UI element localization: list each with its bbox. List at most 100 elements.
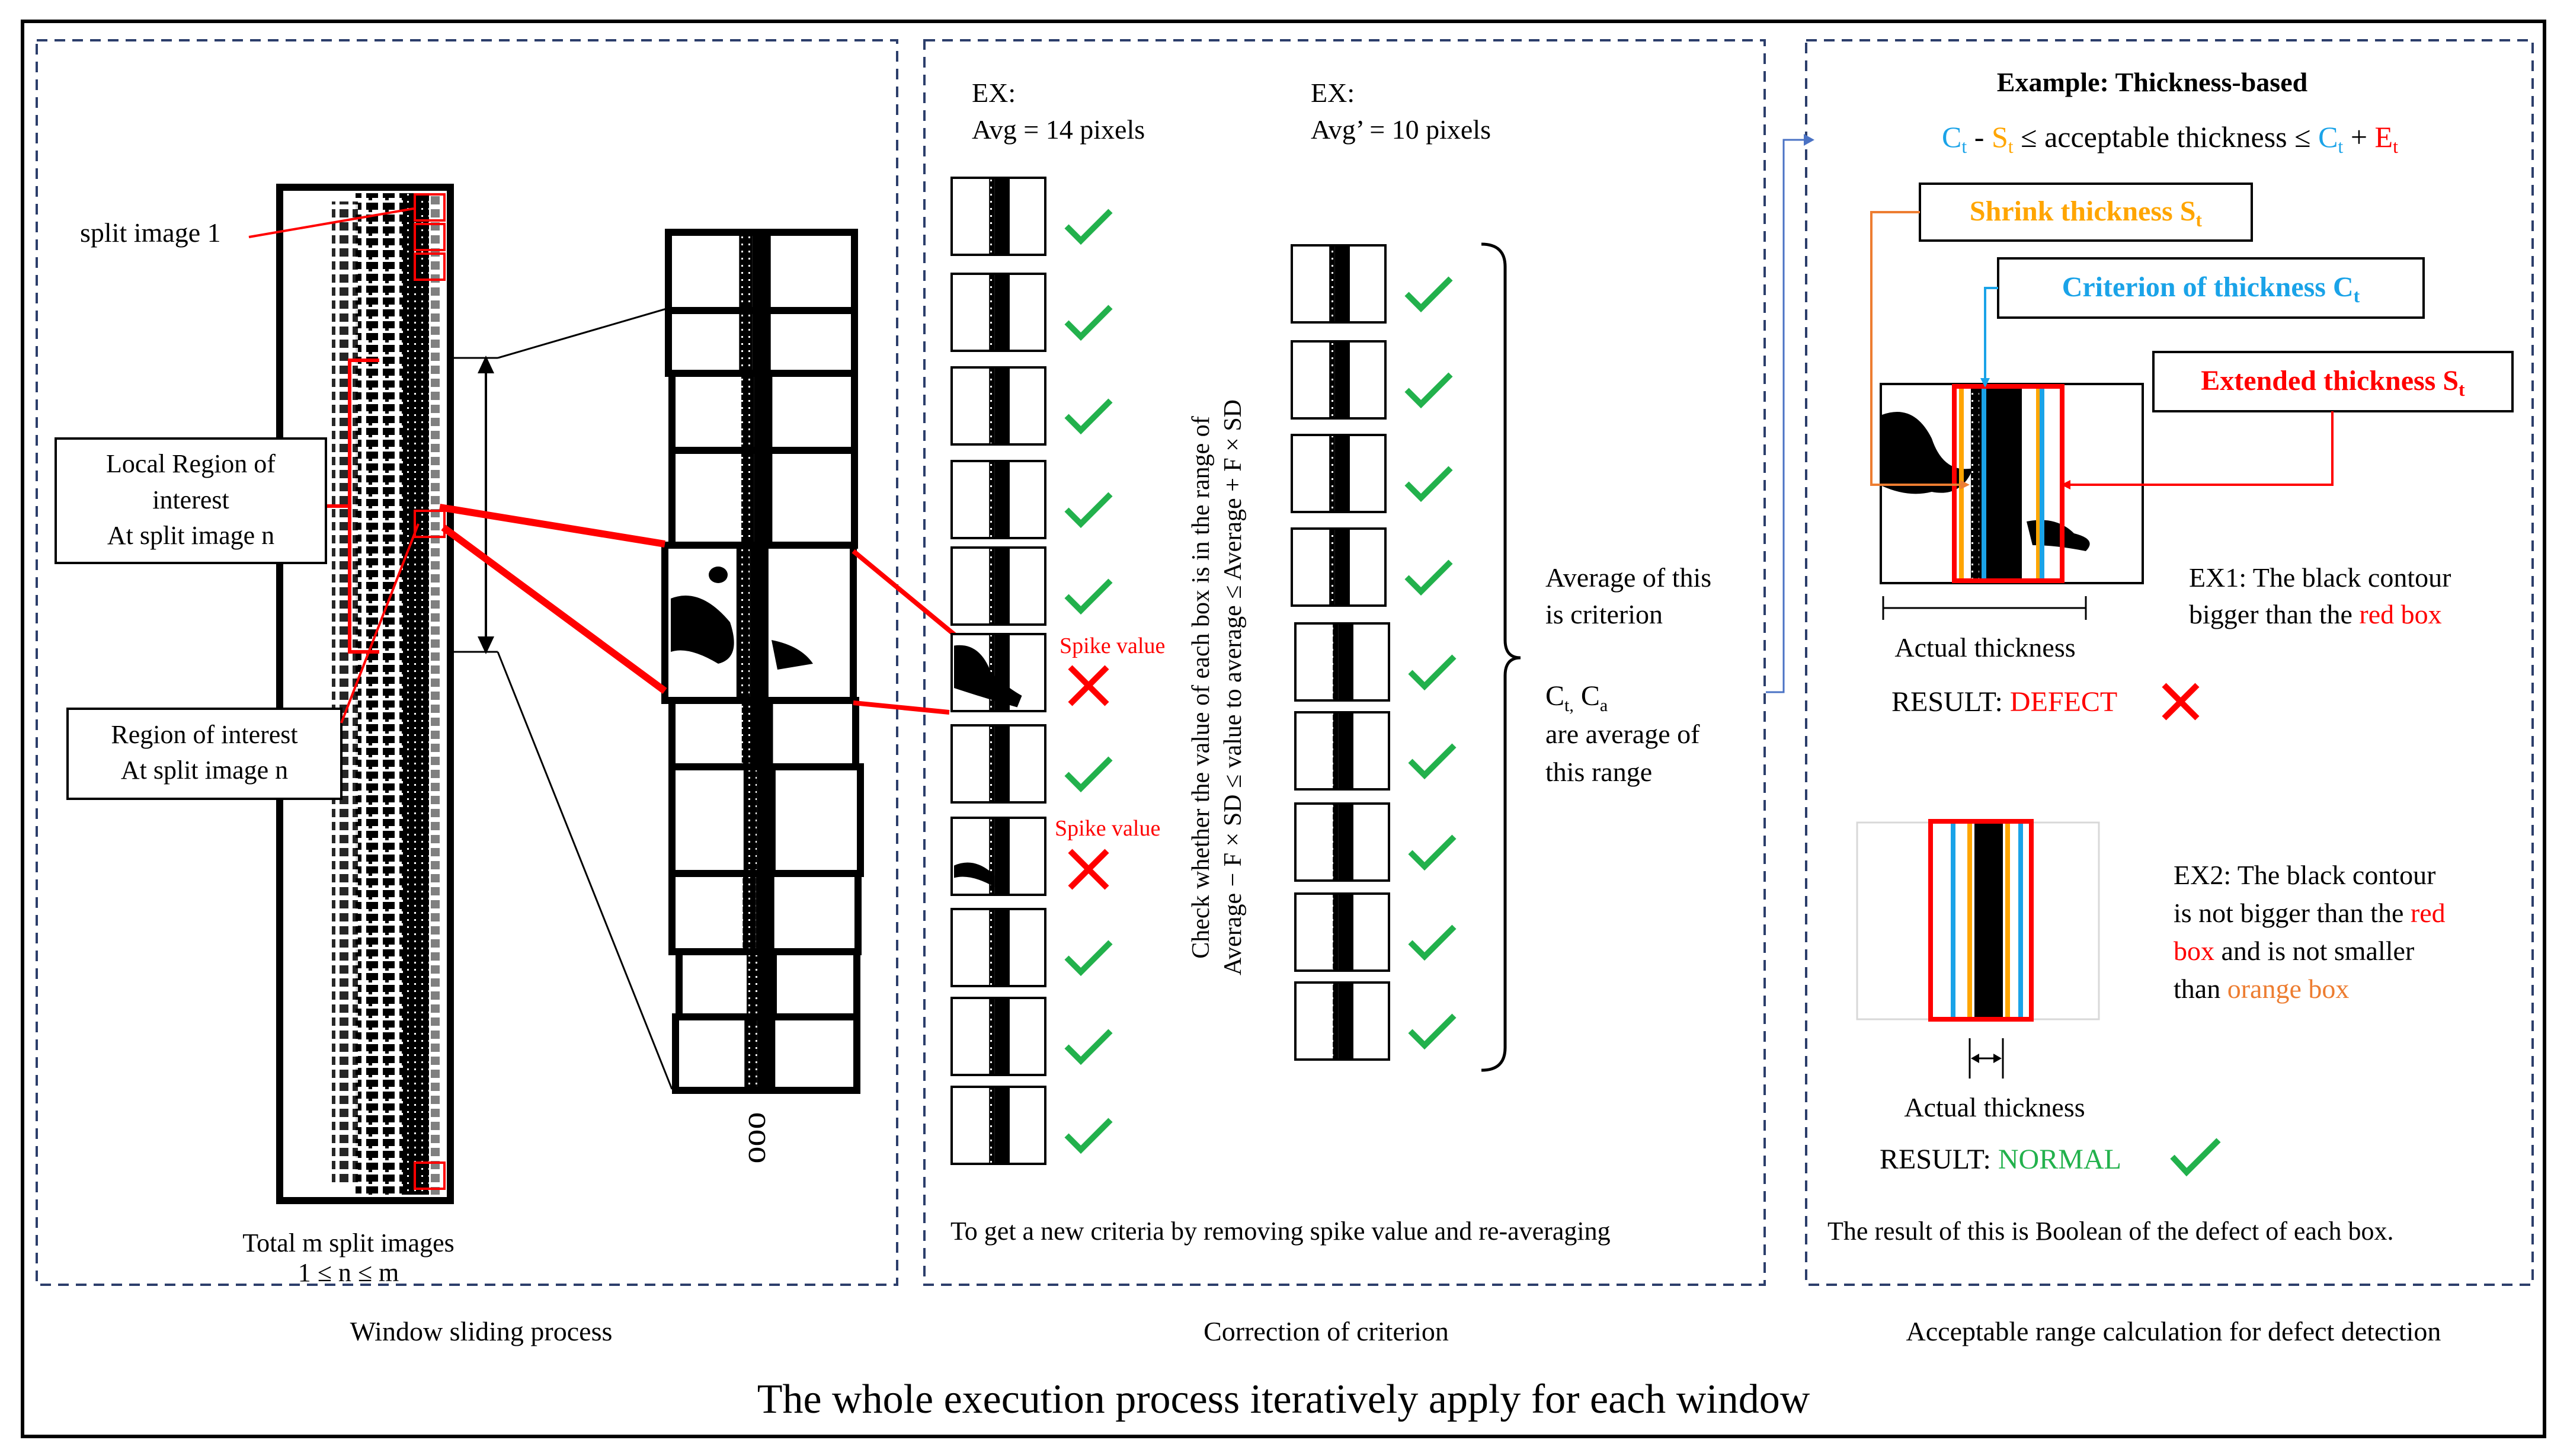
left-box-8 [950, 817, 1046, 896]
shrink-connector [1870, 211, 1966, 486]
roi-box [66, 708, 343, 800]
zoom-tile-9 [676, 948, 860, 1020]
connector-bottom [441, 524, 667, 694]
zoom-tile-1 [665, 229, 858, 314]
zoomed-tile-stack [661, 229, 864, 1094]
check-icon [1064, 1118, 1113, 1154]
zoom-guide-bottom [497, 651, 673, 1090]
ex1-line1: EX1: The black contour [2189, 562, 2451, 593]
left-box-9 [950, 908, 1046, 987]
check-text-line1: Check whether the value of each box is i… [1188, 416, 1215, 959]
zoom-tile-8 [668, 870, 862, 955]
check-icon [1404, 466, 1453, 503]
left-box-10 [950, 997, 1046, 1076]
left-box-1 [950, 177, 1046, 256]
right-box-3 [1291, 434, 1387, 513]
split-box-m [414, 1161, 446, 1190]
criterion-box [1997, 257, 2425, 319]
split-image-1-label: split image 1 [80, 217, 221, 248]
spike-label-1: Spike value [1060, 633, 1165, 658]
flow-arrow-head [1804, 134, 1814, 146]
check-icon [1408, 924, 1457, 961]
check-icon [1404, 559, 1453, 596]
left-box-column [950, 177, 1113, 1165]
extended-box [2152, 351, 2514, 412]
check-icon [1064, 492, 1113, 529]
result1: RESULT: DEFECT [1891, 686, 2117, 718]
caption-correction: Correction of criterion [1204, 1316, 1449, 1346]
right-box-4 [1291, 527, 1387, 607]
zoom-tile-3 [668, 370, 858, 454]
left-box-7 [950, 724, 1046, 804]
footer-caption: The whole execution process iteratively … [757, 1377, 1810, 1422]
roi-line1: Region of interest [111, 720, 297, 749]
panel-correction [923, 39, 1766, 1286]
criterion-arrowhead [1980, 378, 1990, 388]
right-box-1 [1291, 244, 1387, 324]
average-line2: is criterion [1545, 599, 1663, 629]
check-icon [1064, 398, 1113, 435]
result1-cross-icon [2162, 683, 2200, 721]
cross-icon [1068, 665, 1109, 706]
check-icon [1408, 834, 1457, 871]
left-box-6 [950, 633, 1046, 712]
zoom-tile-10 [672, 1013, 860, 1094]
roi-line2: At split image n [121, 756, 288, 785]
average-line1: Average of this [1545, 562, 1711, 593]
actual-thickness-1: Actual thickness [1894, 632, 2075, 663]
dim-arrow-right [1993, 1054, 2002, 1063]
extended-arrowhead [2061, 480, 2070, 489]
check-icon [1064, 305, 1113, 341]
connector-top [439, 504, 665, 548]
zoom-guide-top [497, 307, 669, 359]
split-image-strip [276, 184, 454, 1204]
connector-to-list-1 [852, 549, 957, 638]
correction-bottom-note: To get a new criteria by removing spike … [950, 1217, 1611, 1246]
caption-acceptable: Acceptable range calculation for defect … [1906, 1316, 2441, 1346]
ex2-label: EX: [1311, 78, 1355, 108]
acceptable-bottom-note: The result of this is Boolean of the def… [1827, 1217, 2393, 1246]
ex2-line4: than orange box [2174, 974, 2349, 1004]
ex1-label: EX: [972, 78, 1016, 108]
right-box-7 [1294, 802, 1390, 882]
n-range: 1 ≤ n ≤ m [298, 1258, 399, 1287]
right-box-column [1291, 244, 1457, 1061]
right-box-8 [1294, 892, 1390, 972]
right-box-5 [1294, 622, 1390, 702]
check-icon [1408, 1013, 1457, 1050]
left-box-11 [950, 1086, 1046, 1165]
right-box-9 [1294, 981, 1390, 1061]
panel-window-sliding [36, 39, 898, 1286]
panel-acceptable-range [1805, 39, 2534, 1286]
shrink-box [1919, 183, 2253, 242]
actual-thickness-2: Actual thickness [1904, 1092, 2085, 1122]
result2-check-icon [2170, 1138, 2221, 1177]
spike-label-2: Spike value [1055, 816, 1160, 841]
right-box-6 [1294, 711, 1390, 791]
check-icon [1408, 743, 1457, 780]
left-box-4 [950, 460, 1046, 539]
roi-pointer [340, 523, 420, 724]
split-image-1-pointer [248, 207, 414, 238]
local-roi-box [55, 437, 327, 564]
check-icon [1064, 756, 1113, 793]
ex1-line2: bigger than the red box [2189, 599, 2442, 629]
criterion-brace [1481, 242, 1521, 1072]
split-box-n [414, 510, 446, 538]
split-box-1 [414, 193, 446, 222]
zoom-tile-5 [661, 542, 857, 704]
check-icon [1404, 276, 1453, 313]
ex2-avg: Avg’ = 10 pixels [1311, 114, 1491, 145]
outer-frame [21, 20, 2546, 1438]
ex2-sample-image [1856, 821, 2100, 1020]
left-box-3 [950, 366, 1046, 446]
criterion-connector [1984, 287, 1998, 384]
criterion-label: Criterion of thickness Ct [2062, 271, 2360, 306]
thickness-title: Example: Thickness-based [1997, 67, 2308, 97]
left-box-5 [950, 546, 1046, 626]
flow-arrow [1766, 139, 1812, 693]
range-double-arrow [453, 356, 498, 654]
zoom-tile-6 [668, 697, 859, 770]
